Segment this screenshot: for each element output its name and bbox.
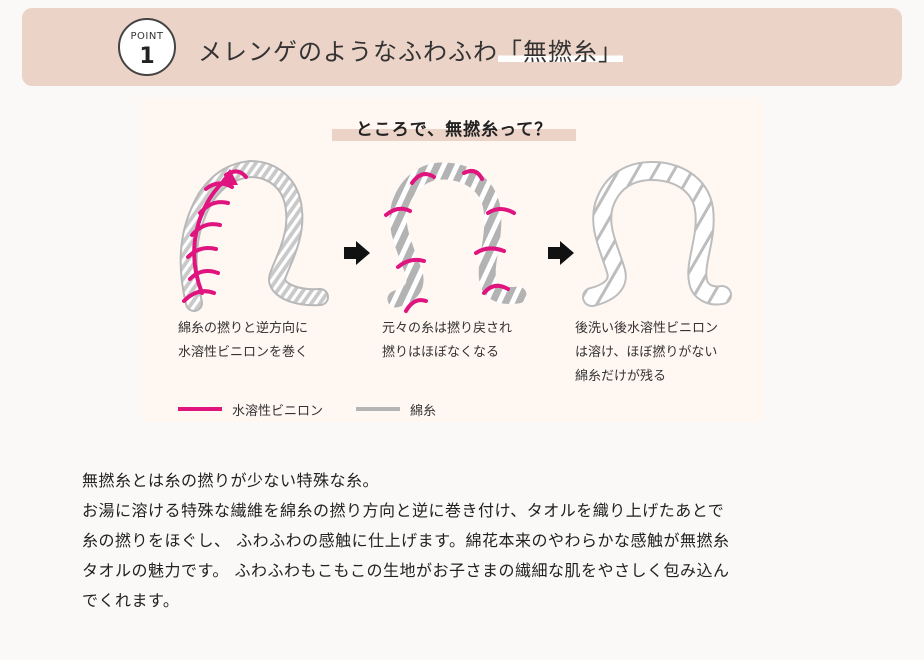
description-line: 無撚糸とは糸の撚りが少ない特殊な糸。 bbox=[82, 471, 380, 490]
step1-caption: 綿糸の撚りと逆方向に 水溶性ビニロンを巻く bbox=[178, 317, 308, 365]
step1-yarn-figure bbox=[179, 159, 329, 312]
step2-caption-line: 元々の糸は撚り戻され bbox=[382, 321, 513, 336]
description-line: タオルの魅力です。 ふわふわもこもこの生地がお子さまの繊細な肌をやさしく包み込ん bbox=[82, 561, 730, 580]
step3-caption-line: 後洗い後水溶性ビニロン bbox=[575, 321, 719, 336]
question-text: ところで、無撚糸って？ bbox=[355, 120, 553, 140]
legend-swatch-vinylon bbox=[178, 407, 222, 411]
step2-caption: 元々の糸は撚り戻され 撚りはほぼなくなる bbox=[382, 317, 512, 365]
step1-caption-line: 水溶性ビニロンを巻く bbox=[178, 345, 309, 360]
legend-label-vinylon: 水溶性ビニロン bbox=[232, 404, 324, 419]
description-text: 無撚糸とは糸の撚りが少ない特殊な糸。 お湯に溶ける特殊な繊維を綿糸の撚り方向と逆… bbox=[82, 466, 882, 616]
step3-caption-line: 綿糸だけが残る bbox=[575, 369, 667, 384]
step1-caption-line: 綿糸の撚りと逆方向に bbox=[178, 321, 309, 336]
diagram-panel: ところで、無撚糸って？ bbox=[142, 97, 764, 422]
step-arrow-1 bbox=[344, 241, 370, 265]
point-badge: POINT 1 bbox=[118, 18, 176, 76]
point-label: POINT bbox=[130, 31, 164, 42]
step3-yarn-figure bbox=[582, 160, 732, 307]
step3-caption: 後洗い後水溶性ビニロン は溶け、ほぼ撚りがない 綿糸だけが残る bbox=[575, 317, 718, 389]
legend-label-cotton: 綿糸 bbox=[410, 404, 437, 419]
section-title-highlight: 「無撚糸」 bbox=[498, 38, 623, 66]
section-title-prefix: メレンゲのようなふわふわ bbox=[198, 38, 498, 66]
description-line: お湯に溶ける特殊な繊維を綿糸の撚り方向と逆に巻き付け、タオルを織り上げたあとで bbox=[82, 501, 725, 520]
section-title: メレンゲのようなふわふわ「無撚糸」 bbox=[198, 32, 623, 67]
point-header: POINT 1 メレンゲのようなふわふわ「無撚糸」 bbox=[22, 8, 902, 86]
description-line: でくれます。 bbox=[82, 591, 180, 610]
step3-caption-line: は溶け、ほぼ撚りがない bbox=[575, 345, 718, 360]
step-arrow-2 bbox=[548, 241, 574, 265]
diagram-question: ところで、無撚糸って？ bbox=[332, 115, 576, 141]
question-highlight-bar bbox=[332, 129, 576, 141]
point-number: 1 bbox=[139, 44, 155, 69]
step2-caption-line: 撚りはほぼなくなる bbox=[382, 345, 500, 360]
description-line: 糸の撚りをほぐし、 ふわふわの感触に仕上げます。綿花本来のやわらかな感触が無撚糸 bbox=[82, 531, 730, 550]
step2-yarn-figure bbox=[384, 162, 527, 313]
legend-swatch-cotton bbox=[356, 407, 400, 411]
yarn-process-diagram bbox=[179, 159, 732, 313]
